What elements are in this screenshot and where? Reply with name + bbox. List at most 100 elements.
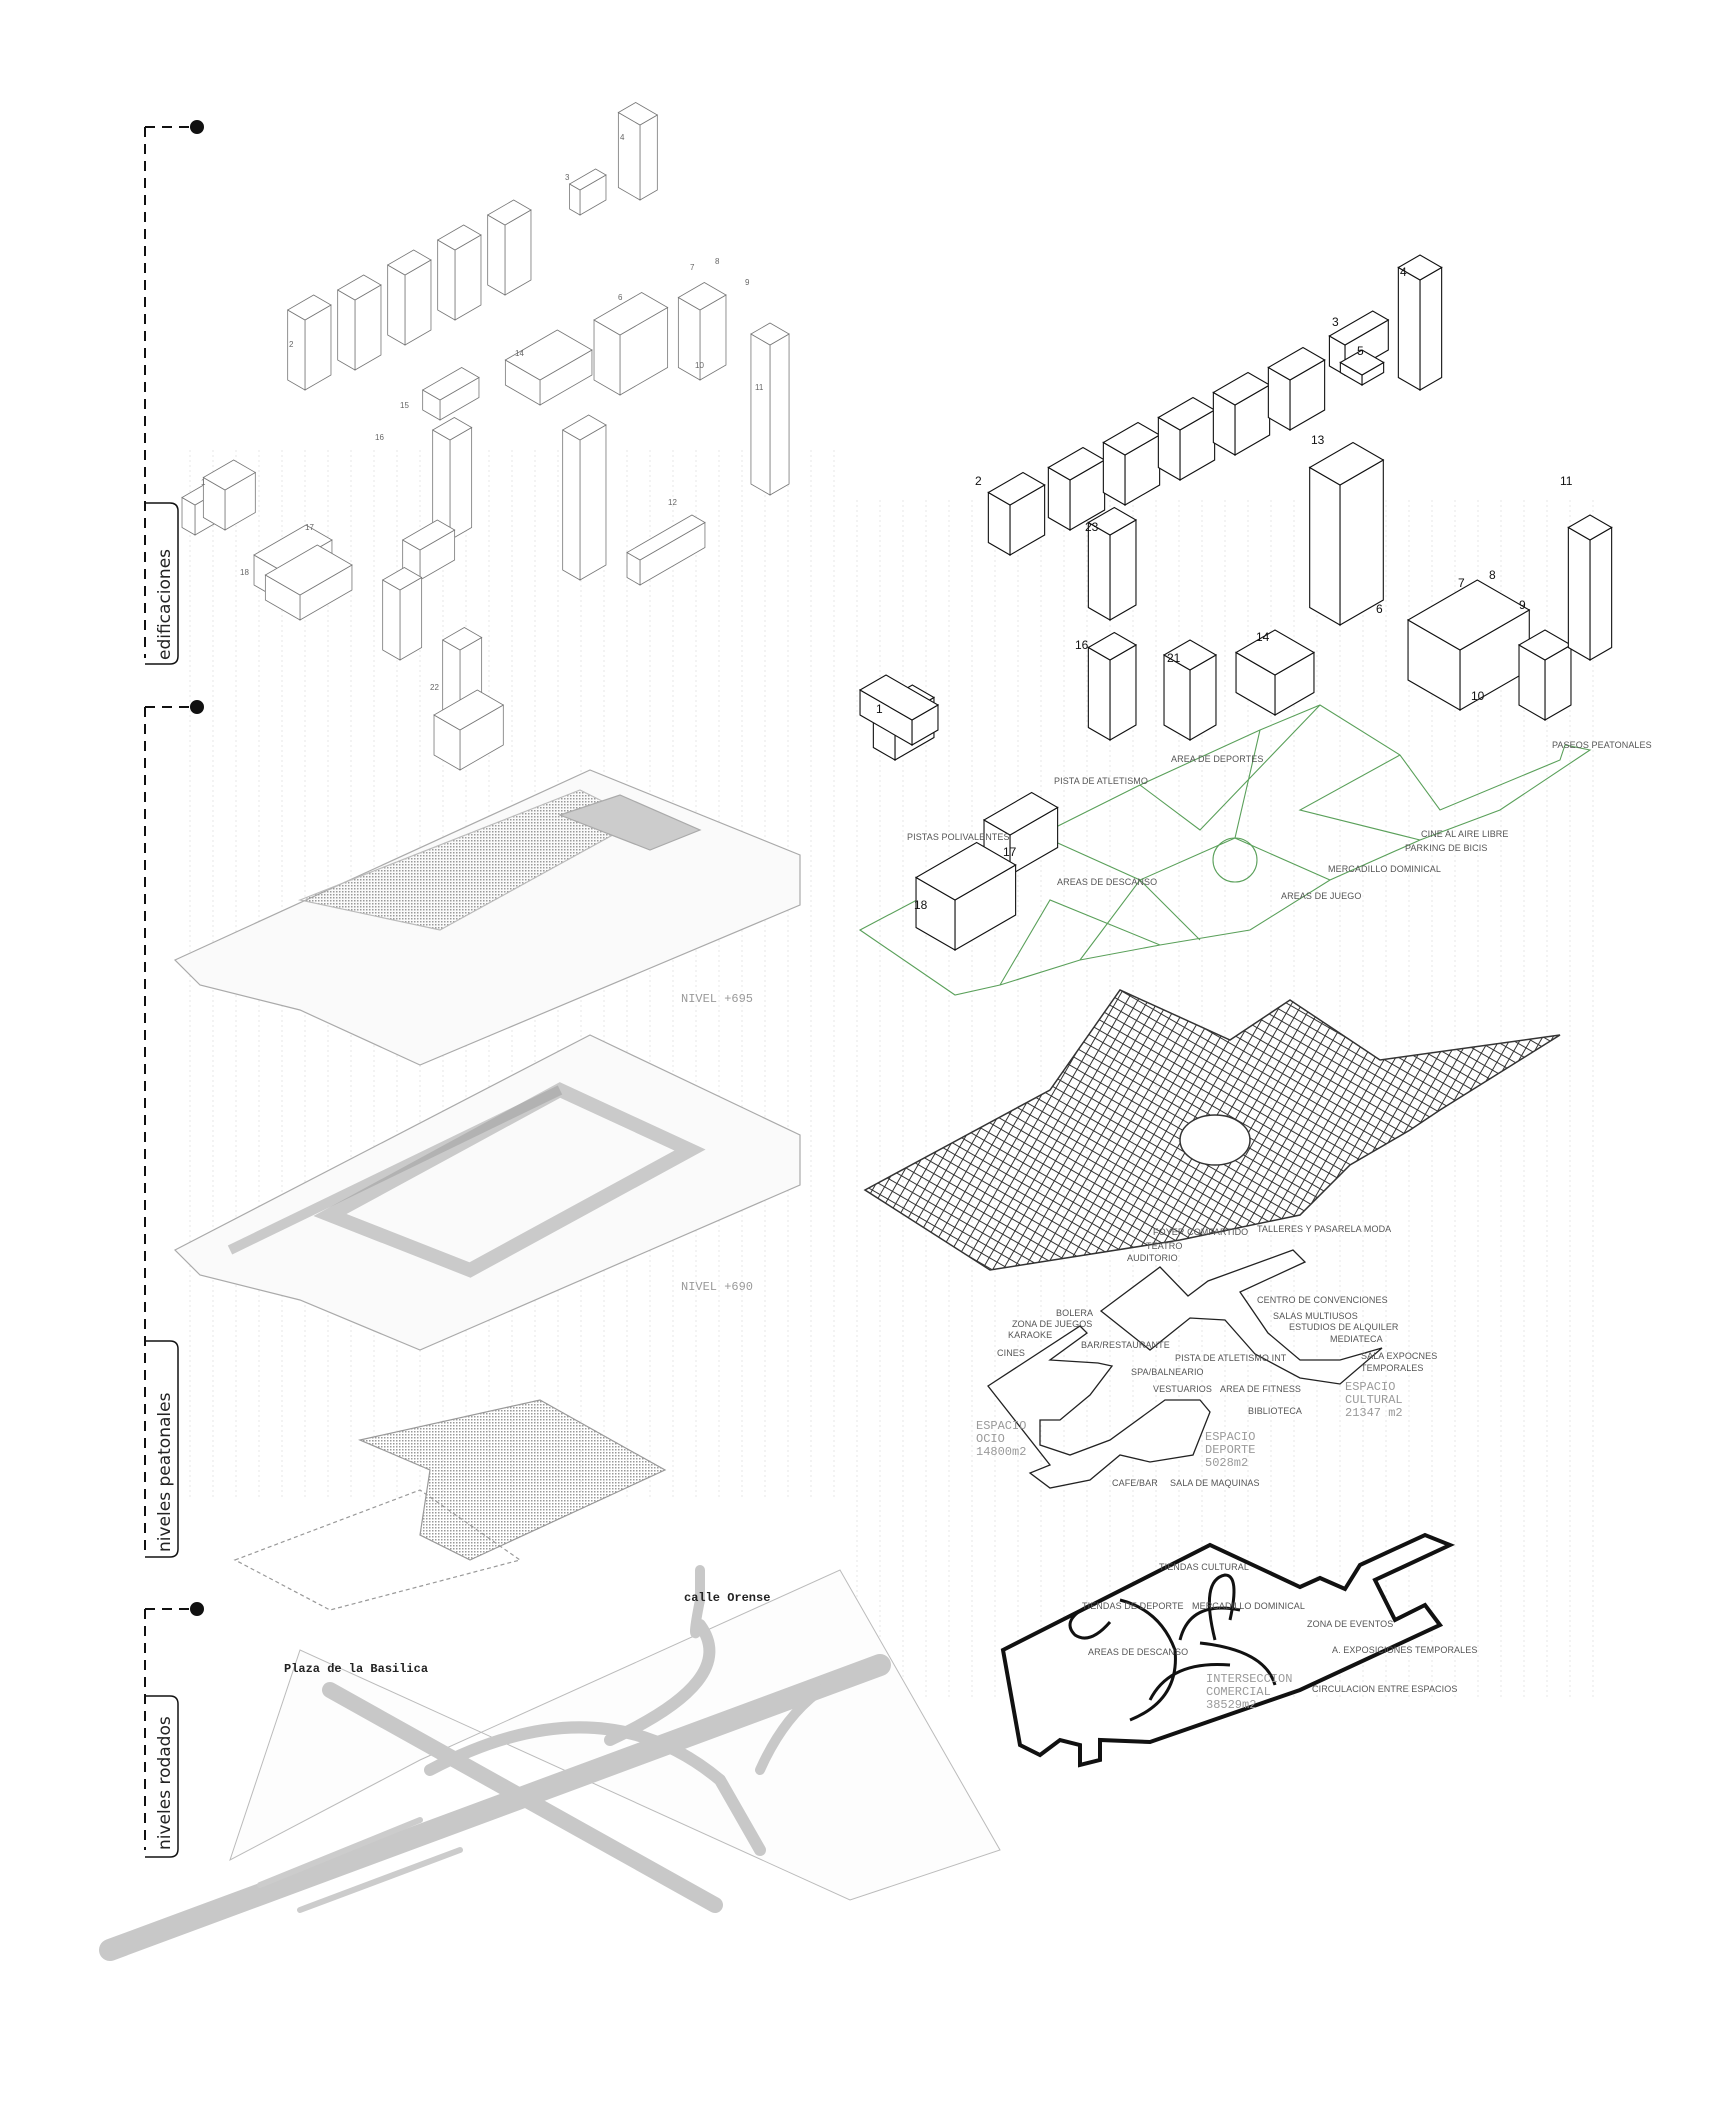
building-volume (1087, 506, 1138, 621)
area-comercial-line2: COMERCIAL (1206, 1685, 1271, 1699)
label-zona-juegos: ZONA DE JUEGOS (1012, 1319, 1092, 1329)
area-cultural-value: 21347 m2 (1345, 1406, 1403, 1420)
label-sala-expo-2: TEMPORALES (1361, 1363, 1424, 1373)
area-cultural-line1: ESPACIO (1345, 1380, 1395, 1394)
building-number: 1 (876, 702, 883, 716)
building-number: 7 (690, 263, 695, 272)
label-spa: SPA/BALNEARIO (1131, 1367, 1204, 1377)
building-number: 8 (715, 257, 720, 266)
bracket-dot-icon (190, 700, 204, 714)
label-circulacion: CIRCULACION ENTRE ESPACIOS (1312, 1684, 1457, 1694)
structural-grid-layer (863, 989, 1561, 1271)
street-label-calle-orense: calle Orense (684, 1591, 770, 1605)
building-number: 3 (1332, 315, 1339, 329)
building-number: 13 (1311, 433, 1325, 447)
commercial-plate (1000, 1532, 1456, 1768)
building-volume (750, 322, 790, 496)
label-pista-int: PISTA DE ATLETISMO INT (1175, 1353, 1287, 1363)
street-label-plaza-basilica: Plaza de la Basilica (284, 1662, 428, 1676)
building-volume (386, 249, 432, 346)
label-tiendas-deporte: TIENDAS DE DEPORTE (1082, 1601, 1184, 1611)
building-number: 11 (755, 383, 764, 392)
building-volume (264, 544, 353, 621)
road-network (99, 1565, 1001, 1961)
building-volume (1087, 631, 1138, 741)
level-label-695: NIVEL +695 (681, 992, 753, 1006)
building-number: 3 (565, 173, 570, 182)
building-number: 9 (745, 278, 750, 287)
label-pista-atletismo: PISTA DE ATLETISMO (1054, 776, 1148, 786)
building-volume (1162, 639, 1218, 741)
label-bar: BAR/RESTAURANTE (1081, 1340, 1170, 1350)
building-number: 9 (1519, 598, 1526, 612)
building-volume (1102, 421, 1161, 506)
label-foyer: FOYER COMPARTIDO (1153, 1227, 1248, 1237)
building-number: 18 (914, 898, 928, 912)
building-number: 12 (668, 498, 677, 507)
label-edificaciones: edificaciones (155, 549, 175, 660)
building-volume (1406, 579, 1531, 711)
building-volume (1308, 441, 1385, 626)
building-volume (433, 689, 505, 771)
label-niveles-peatonales: niveles peatonales (155, 1392, 175, 1552)
area-labels: ESPACIO OCIO 14800m2 ESPACIO DEPORTE 502… (976, 1380, 1403, 1712)
label-bolera: BOLERA (1056, 1308, 1093, 1318)
label-mediateca: MEDIATECA (1330, 1334, 1383, 1344)
level-label-690: NIVEL +690 (681, 1280, 753, 1294)
label-mercadillo-dominical: MERCADILLO DOMINICAL (1192, 1601, 1305, 1611)
building-volume (593, 292, 669, 396)
program-layer (987, 1249, 1383, 1489)
building-volume (486, 199, 532, 296)
building-number: 11 (1560, 474, 1573, 488)
building-number: 16 (1075, 638, 1089, 652)
building-number: 8 (1489, 568, 1496, 582)
building-number: 22 (430, 683, 439, 692)
building-number: 23 (1085, 520, 1099, 534)
layer-bracket (144, 120, 204, 1858)
bracket-dot-icon (190, 120, 204, 134)
building-volume (626, 514, 706, 586)
building-volume (504, 329, 593, 406)
area-ocio-line2: OCIO (976, 1432, 1005, 1446)
building-number: 6 (1376, 602, 1383, 616)
label-cafe: CAFE/BAR (1112, 1478, 1158, 1488)
buildings-layer (181, 102, 1613, 951)
building-volume (568, 168, 607, 216)
building-volume (982, 791, 1059, 876)
building-volume (1567, 514, 1613, 661)
building-volume (1397, 254, 1443, 391)
area-deporte-line1: ESPACIO (1205, 1430, 1255, 1444)
building-number: 14 (515, 349, 524, 358)
building-volume (1267, 346, 1326, 431)
building-number: 2 (289, 340, 294, 349)
building-number: 7 (1458, 576, 1465, 590)
label-areas-juego: AREAS DE JUEGO (1281, 891, 1361, 901)
building-volume (914, 841, 1017, 951)
label-pistas-polivalentes: PISTAS POLIVALENTES (907, 832, 1010, 842)
label-convenciones: CENTRO DE CONVENCIONES (1257, 1295, 1388, 1305)
label-parking-bicis: PARKING DE BICIS (1405, 843, 1487, 853)
label-exposiciones: A. EXPOSICIONES TEMPORALES (1332, 1645, 1477, 1655)
label-fitness: AREA DE FITNESS (1220, 1384, 1301, 1394)
label-tiendas-cultural: TIENDAS CULTURAL (1159, 1562, 1249, 1572)
label-niveles-rodados: niveles rodados (155, 1716, 175, 1850)
circulation-arrows (1068, 1573, 1277, 1722)
plate-basement-left (233, 1399, 667, 1611)
plate-nivel-695 (173, 769, 801, 1066)
building-volume (286, 294, 332, 391)
building-number: 5 (1357, 344, 1364, 358)
area-comercial-line1: INTERSECCION (1206, 1672, 1292, 1686)
building-volume (1517, 629, 1573, 721)
label-multiusos: SALAS MULTIUSOS (1273, 1311, 1358, 1321)
label-biblioteca: BIBLIOTECA (1248, 1406, 1302, 1416)
pedestrian-network-layer (858, 704, 1592, 996)
label-maquinas: SALA DE MAQUINAS (1170, 1478, 1260, 1488)
building-number: 17 (305, 523, 314, 532)
building-number: 6 (618, 293, 623, 302)
area-deporte-value: 5028m2 (1205, 1456, 1248, 1470)
building-volume (617, 102, 659, 201)
label-paseos: PASEOS PEATONALES (1552, 740, 1652, 750)
building-number: 1 (201, 478, 206, 487)
building-volume (1212, 371, 1271, 456)
